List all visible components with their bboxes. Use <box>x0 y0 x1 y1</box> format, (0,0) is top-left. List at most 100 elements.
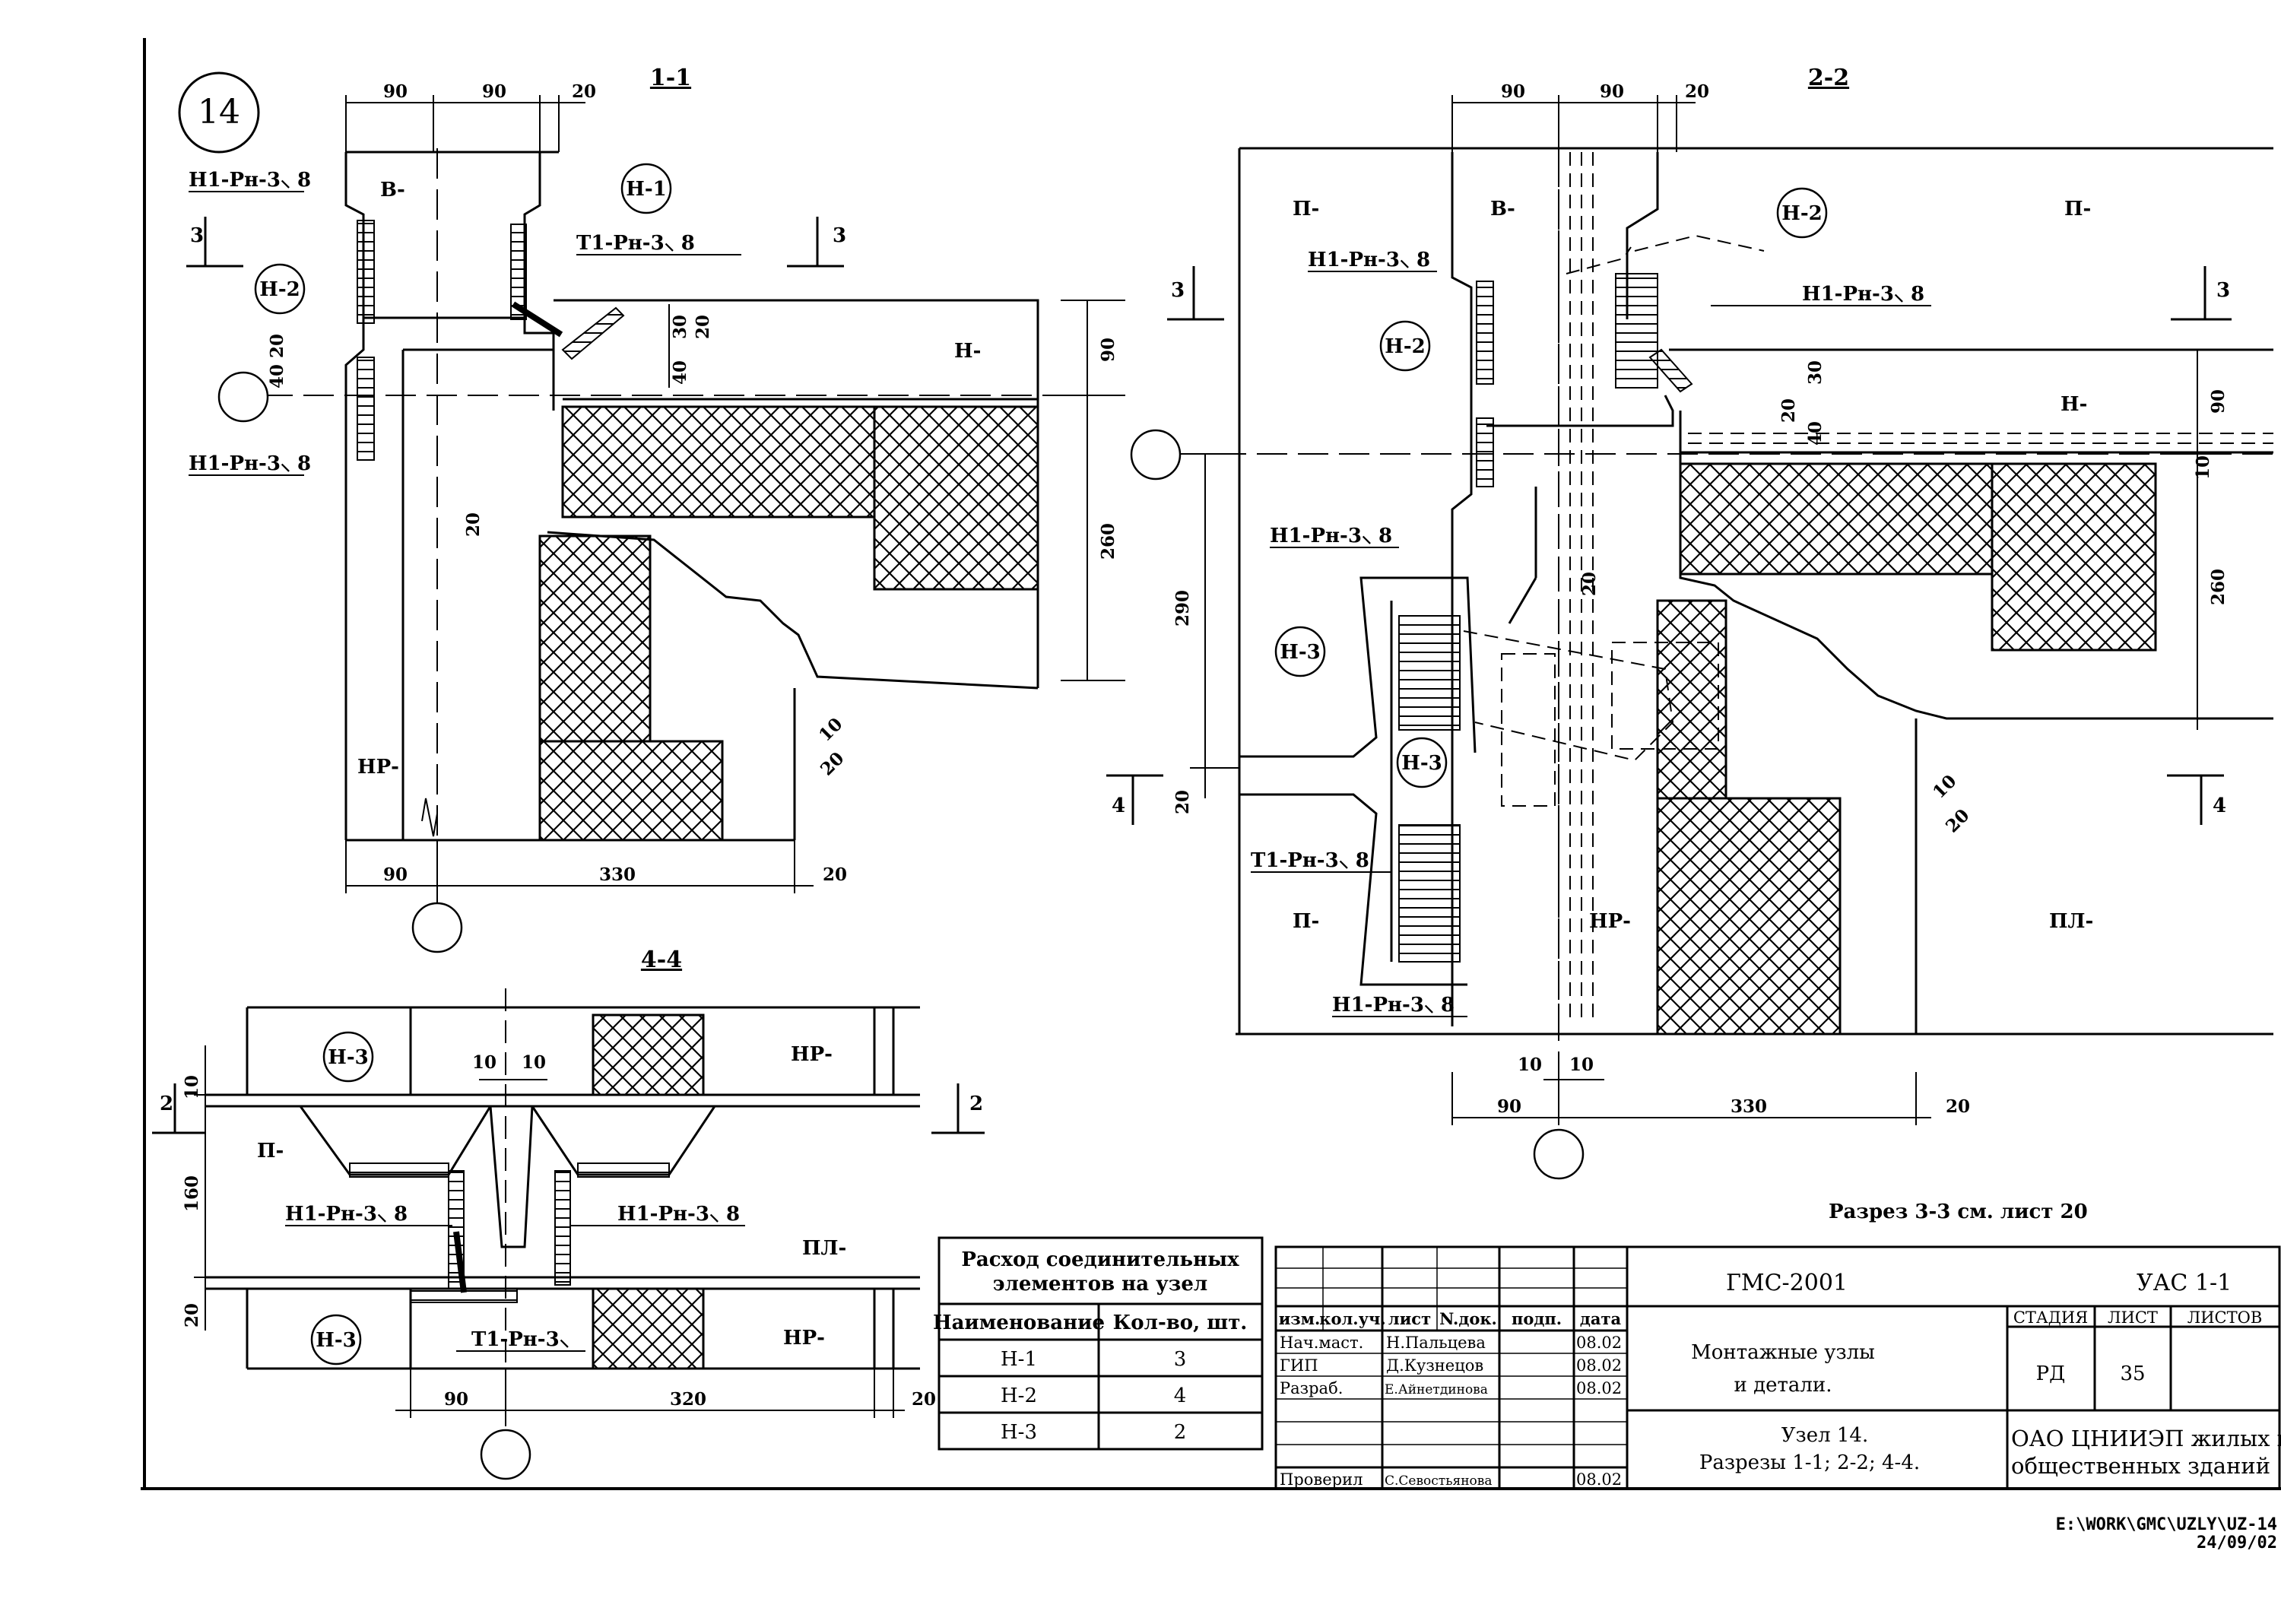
drawing-label: 260 <box>1098 523 1118 560</box>
section-4-4: 4-4 <box>152 947 985 1480</box>
drawing-label: Н-3 <box>1401 752 1442 775</box>
drawing-label: 10 <box>472 1052 496 1073</box>
drawing-label: 3 <box>1171 279 1185 302</box>
drawing-label: Н-1 <box>1001 1348 1037 1371</box>
section-note: Разрез 3-3 см. лист 20 <box>1829 1201 2088 1223</box>
drawing-label: общественных зданий <box>2011 1453 2270 1479</box>
drawing-label: 20 <box>1579 572 1600 596</box>
drawing-label: 10 <box>2193 455 2213 480</box>
drawing-label: 10 <box>1929 771 1961 803</box>
drawing-label: и детали. <box>1734 1374 1832 1397</box>
drawing-label: ПЛ- <box>802 1237 846 1260</box>
drawing-label: элементов на узел <box>993 1273 1207 1296</box>
drawing-label: 20 <box>912 1389 936 1410</box>
drawing-label: 10 <box>182 1075 202 1099</box>
drawing-label: 90 <box>482 81 506 102</box>
drawing-label: 20 <box>693 315 713 339</box>
drawing-label: Н1-Рн-3⸜ 8 <box>617 1203 740 1226</box>
drawing-label: 3 <box>2216 279 2230 302</box>
drawing-label: 20 <box>1172 790 1193 814</box>
drawing-label: УАС 1-1 <box>2137 1270 2232 1296</box>
drawing-label: дата <box>1580 1309 1622 1328</box>
drawing-label: ГМС-2001 <box>1726 1270 1848 1296</box>
drawing-label: 20 <box>1946 1096 1970 1117</box>
drawing-label: 90 <box>444 1389 468 1410</box>
drawing-label: Н-3 <box>328 1046 368 1069</box>
drawing-label: 4 <box>2213 795 2226 817</box>
drawing-label: Н.Пальцева <box>1386 1334 1486 1352</box>
drawing-label: 40 <box>267 364 287 389</box>
file-date: 24/09/02 <box>2197 1534 2277 1553</box>
drawing-label: 2 <box>160 1093 173 1115</box>
drawing-label: 20 <box>572 81 596 102</box>
drawing-label: 4 <box>1174 1385 1187 1407</box>
drawing-label: 90 <box>1497 1096 1521 1117</box>
drawing-label: 2 <box>1174 1421 1187 1444</box>
drawing-label: 10 <box>1518 1055 1542 1075</box>
drawing-label: 1-1 <box>650 65 691 91</box>
drawing-label: 160 <box>182 1175 202 1212</box>
drawing-label: НР- <box>791 1043 833 1066</box>
drawing-label: кол.уч. <box>1319 1309 1385 1328</box>
drawing-label: 20 <box>182 1303 202 1327</box>
drawing-label: 4-4 <box>641 947 682 973</box>
drawing-label: 10 <box>1569 1055 1594 1075</box>
drawing-label: Проверил <box>1280 1470 1363 1489</box>
drawing-label: ПЛ- <box>2049 910 2093 933</box>
node-number-badge: 14 <box>178 71 260 154</box>
drawing-label: лист <box>1388 1309 1431 1328</box>
drawing-label: Н1-Рн-3⸜ 8 <box>1270 525 1392 547</box>
drawing-label: Разрезы 1-1; 2-2; 4-4. <box>1699 1451 1920 1474</box>
drawing-label: 320 <box>670 1389 706 1410</box>
drawing-label: 20 <box>463 512 484 537</box>
section-1-1: 1-1 90 90 20 <box>186 65 1125 953</box>
drawing-label: НР- <box>1589 910 1631 933</box>
drawing-label: Н-2 <box>259 278 300 301</box>
drawing-label: 08.02 <box>1576 1356 1622 1375</box>
drawing-label: 20 <box>817 748 849 780</box>
drawing-label: 260 <box>2208 569 2229 605</box>
drawing-label: Н-2 <box>1781 202 1822 225</box>
drawing-label: 40 <box>1805 421 1826 446</box>
drawing-label: Н1-Рн-3⸜ 8 <box>1332 994 1455 1017</box>
drawing-label: Т1-Рн-3⸜ <box>471 1328 569 1351</box>
drawing-label: 4 <box>1112 795 1125 817</box>
file-path: E:\WORK\GMC\UZLY\UZ-14 <box>2056 1515 2277 1534</box>
drawing-label: Н- <box>2061 393 2087 416</box>
section-2-2: 2-2 90 90 20 <box>1106 65 2273 1180</box>
title-block: изм. кол.уч. лист N.док. подп. дата Нач.… <box>1274 1245 2281 1490</box>
drawing-label: 10 <box>522 1052 546 1073</box>
drawing-label: Н-3 <box>316 1329 356 1352</box>
drawing-label: 330 <box>1731 1096 1767 1117</box>
drawing-label: Н1-Рн-3⸜ 8 <box>1802 283 1924 306</box>
drawing-label: 3 <box>833 224 846 247</box>
drawing-label: 10 <box>815 714 847 746</box>
drawing-label: Н-3 <box>1280 641 1320 664</box>
drawing-label: 20 <box>267 334 287 358</box>
drawing-label: 08.02 <box>1576 1379 1622 1397</box>
drawing-label: П- <box>2064 198 2091 220</box>
drawing-label: подп. <box>1512 1309 1562 1328</box>
drawing-label: 40 <box>670 360 690 385</box>
drawing-label: П- <box>1293 198 1319 220</box>
drawing-label: 90 <box>383 81 408 102</box>
drawing-label: Н-1 <box>626 178 666 201</box>
drawing-label: 290 <box>1172 590 1193 626</box>
drawing-label: Разраб. <box>1280 1379 1343 1397</box>
drawing-label: С.Севостьянова <box>1385 1473 1492 1489</box>
drawing-label: 08.02 <box>1576 1470 1622 1489</box>
drawing-label: ЛИСТ <box>2108 1308 2158 1327</box>
drawing-label: ОАО ЦНИИЭП жилых и <box>2011 1426 2281 1451</box>
drawing-label: Н1-Рн-3⸜ 8 <box>1308 249 1430 271</box>
drawing-label: В- <box>1490 198 1515 220</box>
drawing-label: 90 <box>1098 338 1118 362</box>
drawing-label: 14 <box>198 93 240 132</box>
drawing-label: 20 <box>823 864 847 885</box>
drawing-label: Н1-Рн-3⸜ 8 <box>189 169 311 192</box>
drawing-label: ГИП <box>1280 1356 1318 1375</box>
drawing-label: Наименование <box>933 1312 1105 1334</box>
drawing-label: 30 <box>1805 360 1826 385</box>
drawing-label: В- <box>380 179 405 201</box>
drawing-label: 20 <box>1778 398 1799 423</box>
